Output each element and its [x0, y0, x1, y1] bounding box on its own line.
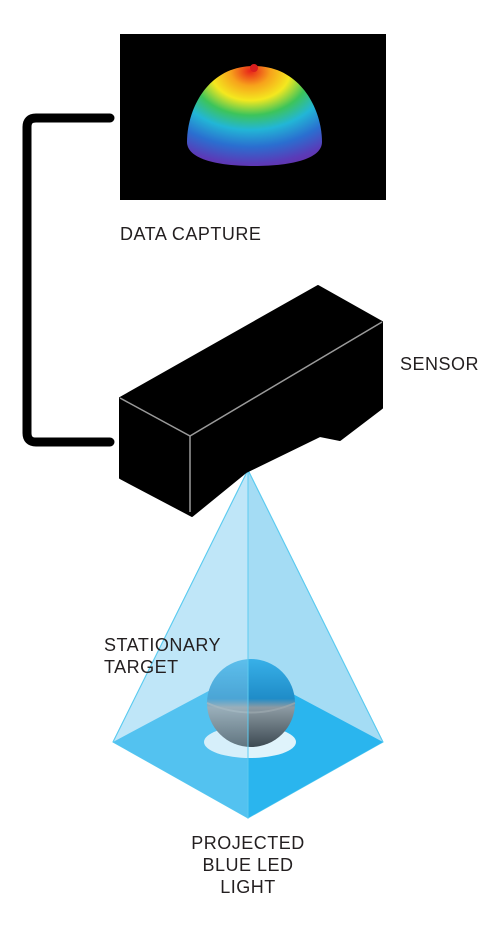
sensor-body — [119, 285, 383, 517]
height-map-dome — [187, 66, 322, 166]
projected-light-label: PROJECTED BLUE LED LIGHT — [178, 832, 318, 898]
sensor-label: SENSOR — [400, 354, 480, 374]
stationary-target-label-line1: STATIONARY — [104, 635, 222, 655]
stationary-target-label: STATIONARY TARGET — [104, 634, 221, 678]
data-capture-screen — [120, 34, 386, 200]
light-beam-front — [113, 470, 248, 818]
stationary-target — [206, 659, 296, 747]
projected-light-label-line1: PROJECTED — [191, 833, 305, 853]
projected-light-label-line2: BLUE LED — [202, 855, 294, 875]
dome-peak-marker — [250, 64, 258, 72]
stationary-target-label-line2: TARGET — [104, 657, 179, 677]
projected-light-label-line3: LIGHT — [220, 877, 276, 897]
connector-cable — [22, 113, 115, 447]
data-capture-label: DATA CAPTURE — [120, 224, 262, 244]
